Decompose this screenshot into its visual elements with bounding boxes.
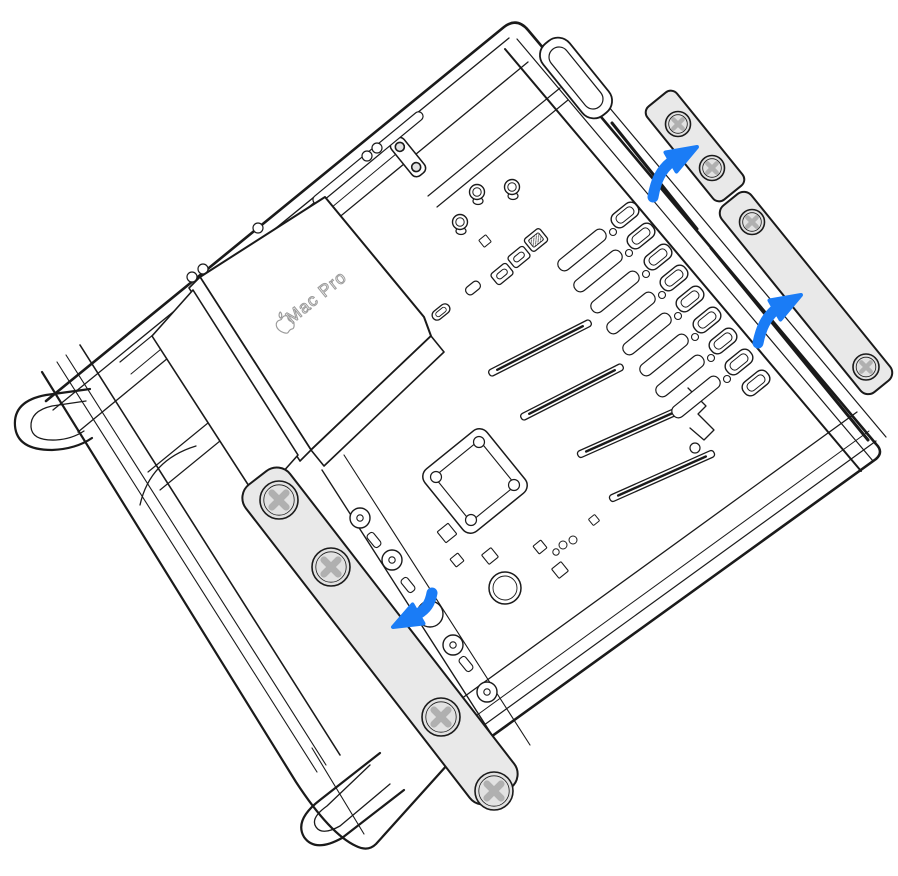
standoff-posts — [451, 178, 521, 248]
phillips-screw-icon — [421, 697, 461, 737]
rim-hinge-bosses — [186, 142, 383, 283]
pcie-latch-row — [608, 201, 771, 397]
cpu-bracket — [422, 428, 528, 534]
pcie-slots — [488, 319, 716, 503]
usb-c-port — [490, 262, 514, 286]
battery — [488, 571, 522, 605]
corner-latch-housing — [539, 36, 613, 120]
phillips-screw-icon — [311, 547, 351, 587]
phillips-screw-icon — [474, 771, 514, 811]
power-supply-cover: Mac Pro — [151, 196, 445, 501]
pcie-blank-covers — [557, 228, 721, 419]
foot-bottom — [300, 751, 406, 847]
arrow-up-right-icon — [752, 293, 803, 349]
board-chips — [437, 514, 600, 579]
phillips-screw-icon — [738, 208, 766, 236]
apple-logo-icon — [275, 311, 295, 334]
logic-board-components — [422, 319, 716, 605]
usb-c-port — [507, 245, 531, 269]
io-ports — [431, 228, 549, 321]
arrow-down-left-icon — [391, 587, 438, 629]
phillips-screw-icon — [664, 110, 692, 138]
phillips-screw-icon — [698, 154, 726, 182]
side-rail-right — [718, 190, 894, 396]
foot-top-left — [13, 387, 94, 452]
phillips-screw-icon — [259, 480, 299, 520]
phillips-screw-icon — [852, 353, 880, 381]
arrow-up-right-icon — [647, 145, 699, 203]
side-rail-left — [241, 466, 519, 811]
